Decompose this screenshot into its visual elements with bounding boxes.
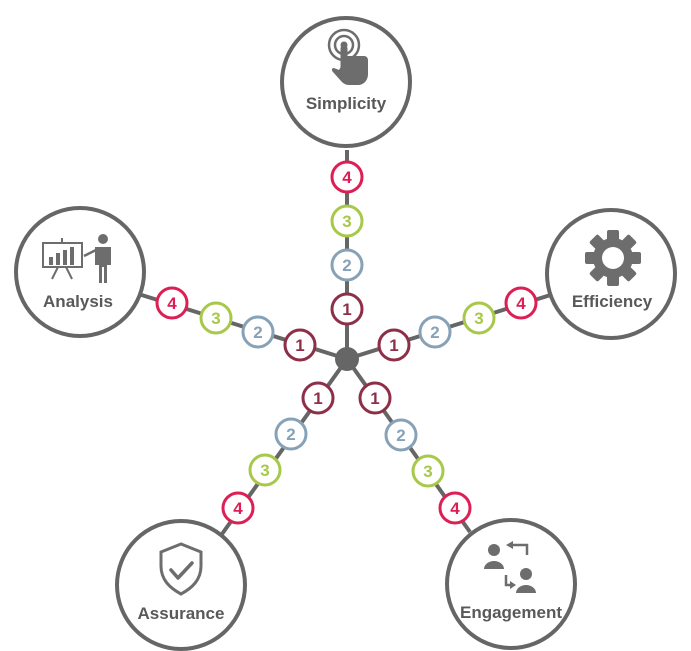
- level-text: 2: [430, 323, 439, 342]
- touch-hand-icon: [327, 28, 368, 85]
- level-text: 4: [516, 294, 526, 313]
- level-marker-simplicity-2: 2: [330, 248, 364, 282]
- level-text: 3: [211, 309, 220, 328]
- level-text: 2: [253, 323, 262, 342]
- node-efficiency: Efficiency: [545, 208, 677, 340]
- level-text: 3: [260, 461, 269, 480]
- level-marker-efficiency-1: 1: [377, 328, 411, 362]
- level-text: 1: [295, 336, 304, 355]
- level-text: 1: [342, 300, 351, 319]
- node-simplicity: Simplicity: [280, 16, 412, 148]
- level-marker-analysis-2: 2: [241, 315, 275, 349]
- node-assurance: Assurance: [115, 519, 247, 651]
- node-label: Efficiency: [572, 292, 653, 311]
- level-marker-assurance-3: 3: [248, 453, 282, 487]
- level-text: 4: [167, 294, 177, 313]
- node-label: Assurance: [138, 604, 225, 623]
- level-text: 4: [342, 168, 352, 187]
- level-marker-assurance-4: 4: [221, 491, 255, 525]
- level-marker-simplicity-1: 1: [330, 292, 364, 326]
- level-marker-engagement-4: 4: [438, 491, 472, 525]
- level-text: 4: [233, 499, 243, 518]
- node-label: Engagement: [460, 603, 562, 622]
- node-label: Analysis: [43, 292, 113, 311]
- level-marker-analysis-4: 4: [155, 286, 189, 320]
- level-text: 3: [474, 309, 483, 328]
- node-engagement: Engagement: [445, 518, 577, 650]
- level-marker-analysis-3: 3: [199, 301, 233, 335]
- level-marker-assurance-1: 1: [301, 381, 335, 415]
- level-text: 1: [313, 389, 322, 408]
- level-marker-simplicity-4: 4: [330, 160, 364, 194]
- level-marker-efficiency-2: 2: [418, 315, 452, 349]
- node-analysis: Analysis: [14, 206, 146, 338]
- level-text: 3: [423, 462, 432, 481]
- level-text: 1: [370, 389, 379, 408]
- node-label: Simplicity: [306, 94, 387, 113]
- level-marker-analysis-1: 1: [283, 328, 317, 362]
- level-text: 2: [286, 425, 295, 444]
- level-text: 2: [396, 426, 405, 445]
- level-text: 2: [342, 256, 351, 275]
- level-marker-engagement-3: 3: [411, 454, 445, 488]
- gear-icon: [585, 230, 641, 286]
- level-marker-efficiency-4: 4: [504, 286, 538, 320]
- level-marker-engagement-1: 1: [358, 381, 392, 415]
- level-marker-engagement-2: 2: [384, 418, 418, 452]
- level-markers: 1 2 3 4 1 2 3 4 1 2 3 4 1 2 3 4 1 2 3 4: [155, 160, 538, 525]
- level-text: 1: [389, 336, 398, 355]
- presenter-chart-icon: [42, 234, 111, 283]
- level-marker-simplicity-3: 3: [330, 204, 364, 238]
- center-hub: [335, 347, 359, 371]
- level-text: 3: [342, 212, 351, 231]
- level-text: 4: [450, 499, 460, 518]
- level-marker-assurance-2: 2: [274, 417, 308, 451]
- level-marker-efficiency-3: 3: [462, 301, 496, 335]
- shield-check-icon: [159, 542, 203, 596]
- people-exchange-icon: [484, 541, 536, 593]
